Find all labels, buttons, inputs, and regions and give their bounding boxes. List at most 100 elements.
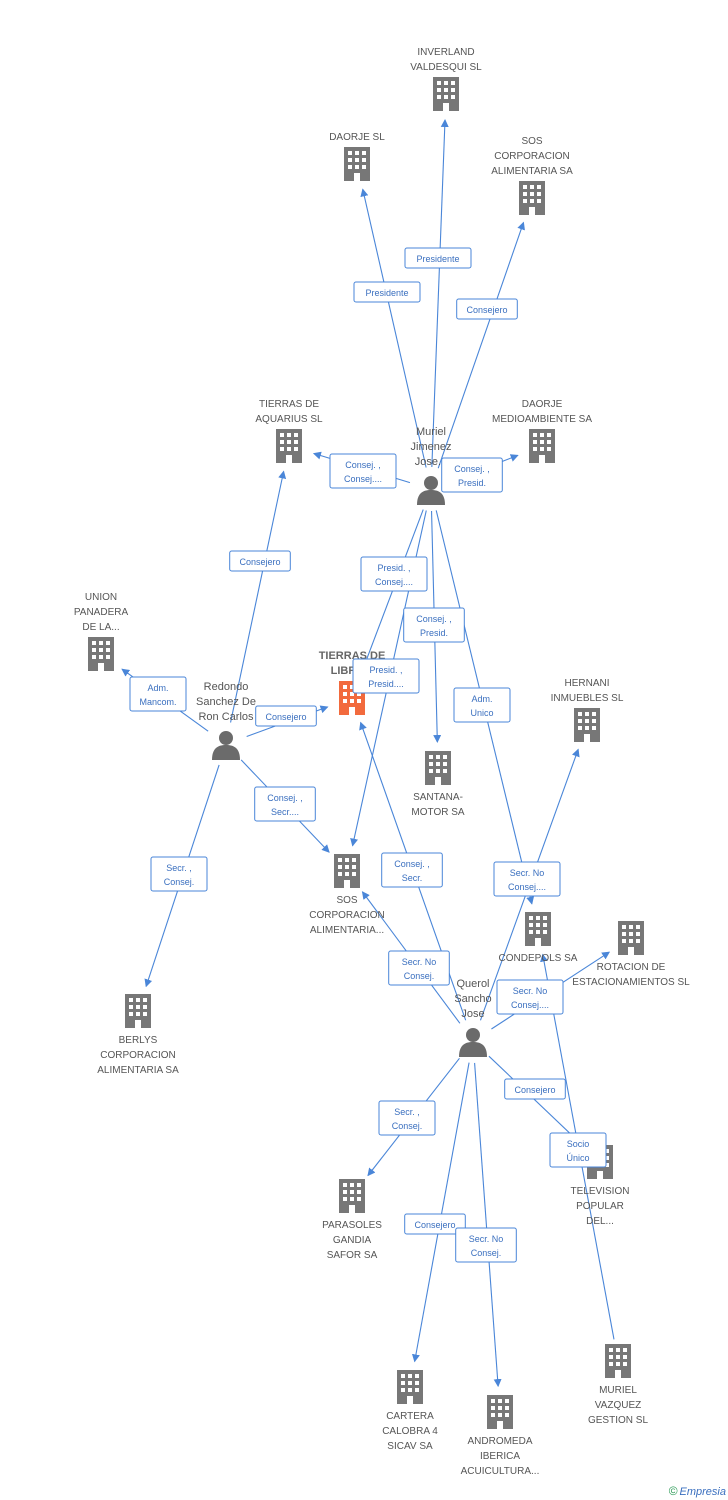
- edge-label-box: [455, 1227, 517, 1263]
- edge-label[interactable]: Consej. ,Presid.: [441, 457, 503, 493]
- node-label: Ron Carlos: [198, 711, 254, 723]
- edge-line: [359, 509, 424, 675]
- node-label: VALDESQUI SL: [410, 62, 482, 73]
- edge-label[interactable]: Presid. ,Consej....: [360, 556, 428, 592]
- person-node[interactable]: MurielJimenezJose...: [411, 426, 452, 505]
- node-label: Querol: [456, 978, 489, 990]
- node-label: HERNANI: [564, 678, 609, 689]
- node-label: ALIMENTARIA...: [310, 925, 384, 936]
- edge-label[interactable]: Secr. No Consej.: [388, 950, 450, 986]
- edge-label-box: [404, 247, 472, 269]
- edge-label-text: Consej....: [511, 1000, 549, 1010]
- edge-label[interactable]: Adm.Mancom.: [129, 676, 187, 712]
- edge-label-box: [150, 856, 208, 892]
- edge-label-text: Secr....: [271, 807, 299, 817]
- node-label: DE LA...: [82, 622, 119, 633]
- edge-label[interactable]: Consej. ,Secr.: [381, 852, 443, 888]
- edge-label-text: Presid.: [458, 478, 486, 488]
- person-icon: [417, 476, 445, 505]
- node-label: SOS: [521, 136, 542, 147]
- node-label: CORPORACION: [100, 1050, 176, 1061]
- edge-label-text: Consejero: [239, 557, 280, 567]
- edge-label[interactable]: Consejero: [229, 550, 291, 572]
- edge-label[interactable]: Secr. ,Consej.: [378, 1100, 436, 1136]
- node-label: GANDIA: [333, 1235, 372, 1246]
- company-node[interactable]: TELEVISIONPOPULARDEL...: [571, 1145, 630, 1227]
- edge-label[interactable]: Presidente: [353, 281, 421, 303]
- company-node[interactable]: HERNANI INMUEBLES SL: [551, 678, 624, 742]
- company-node[interactable]: DAORJE SL: [329, 132, 385, 181]
- edge-line: [431, 118, 449, 468]
- node-label: UNION: [85, 592, 117, 603]
- node-label: INMUEBLES SL: [551, 693, 624, 704]
- edge-label[interactable]: Consejero: [255, 705, 317, 727]
- node-label: AQUARIUS SL: [255, 414, 323, 425]
- node-label: Muriel: [416, 426, 446, 438]
- edge-label-text: Adm.: [471, 694, 492, 704]
- edge-label[interactable]: Secr. NoConsej....: [493, 861, 561, 897]
- edge-label[interactable]: Consejero: [456, 298, 518, 320]
- edge-label-text: Mancom.: [139, 697, 176, 707]
- node-label: CALOBRA 4: [382, 1426, 438, 1437]
- edge-label[interactable]: Presidente: [404, 247, 472, 269]
- edge-label[interactable]: Adm.Unico: [453, 687, 511, 723]
- node-label: GESTION SL: [588, 1415, 648, 1426]
- edge-label[interactable]: Consej. , Secr....: [254, 786, 316, 822]
- building-icon: [276, 429, 302, 463]
- company-node[interactable]: CONDEPOLS SA: [499, 912, 578, 964]
- edge-label[interactable]: Secr. No Consej....: [496, 979, 564, 1015]
- company-node[interactable]: ANDROMEDAIBERICAACUICULTURA...: [461, 1395, 540, 1477]
- edge-label[interactable]: Consej. ,Presid.: [403, 607, 465, 643]
- edge-line: [488, 1055, 582, 1145]
- building-icon: [334, 854, 360, 888]
- edge-label-box: [403, 607, 465, 643]
- edge-label-box: [353, 281, 421, 303]
- edges-layer: [121, 118, 615, 1388]
- node-label: DEL...: [586, 1216, 614, 1227]
- edge-label-box: [378, 1100, 436, 1136]
- edge-label-text: Consej.: [404, 971, 435, 981]
- company-node[interactable]: SANTANA-MOTOR SA: [411, 751, 465, 818]
- edge-label-text: Secr. No: [402, 957, 437, 967]
- node-label: ANDROMEDA: [467, 1436, 532, 1447]
- edge-label[interactable]: Secr. ,Consej.: [150, 856, 208, 892]
- building-icon: [88, 637, 114, 671]
- node-label: CARTERA: [386, 1411, 434, 1422]
- node-label: ESTACIONAMIENTOS SL: [572, 977, 690, 988]
- edge-label-box: [404, 1213, 466, 1235]
- edge-label-text: Consej....: [375, 577, 413, 587]
- edge-label-text: Secr. No: [513, 986, 548, 996]
- company-node[interactable]: SOSCORPORACIONALIMENTARIA...: [309, 854, 385, 936]
- node-label: IBERICA: [480, 1451, 520, 1462]
- edge-line: [230, 470, 287, 723]
- edge-label[interactable]: Consejero: [504, 1078, 566, 1100]
- edge-label[interactable]: Presid. ,Presid....: [352, 658, 420, 694]
- edge-label-text: Secr. No: [510, 868, 545, 878]
- node-label: ALIMENTARIA SA: [97, 1065, 179, 1076]
- edge-label[interactable]: Consej. ,Consej....: [329, 453, 397, 489]
- edge-label-text: Presid.: [420, 628, 448, 638]
- nodes-layer: TIERRAS DELIBRA...MurielJimenezJose...Re…: [74, 47, 690, 1477]
- edge-label-text: Consej. ,: [267, 793, 303, 803]
- edge-label-text: Secr. ,: [166, 863, 192, 873]
- edge-label-box: [381, 852, 443, 888]
- edge-line: [437, 221, 525, 469]
- edge-label-box: [441, 457, 503, 493]
- edge-label[interactable]: Consejero: [404, 1213, 466, 1235]
- copyright-icon: ©: [668, 1484, 678, 1498]
